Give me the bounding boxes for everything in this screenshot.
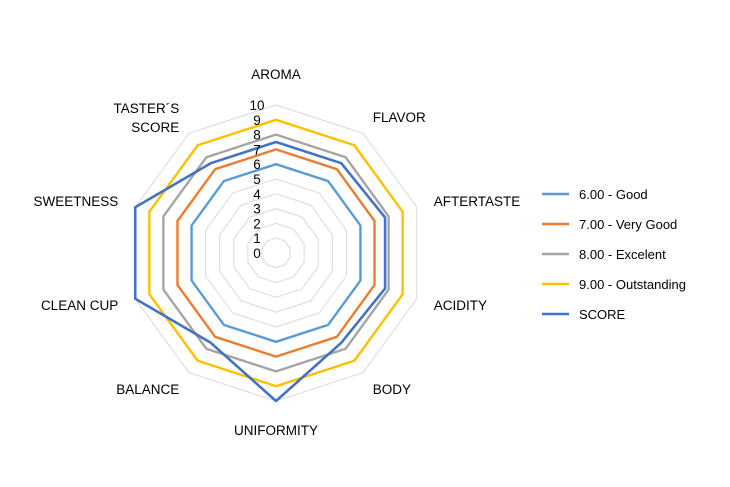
category-label-6: BALANCE: [116, 382, 179, 397]
series-line-0: [190, 162, 362, 343]
category-label-line: UNIFORMITY: [234, 423, 318, 438]
category-label-line: FLAVOR: [373, 110, 426, 125]
tick-label-8: 8: [253, 128, 261, 143]
tick-label-6: 6: [253, 157, 261, 172]
category-label-line: SWEETNESS: [33, 194, 118, 209]
category-label-9: TASTER´S SCORE: [113, 101, 179, 135]
tick-label-2: 2: [253, 216, 261, 231]
category-label-line: SCORE: [131, 120, 179, 135]
category-label-5: UNIFORMITY: [234, 423, 318, 438]
category-label-3: ACIDITY: [434, 298, 487, 313]
legend-label-0: 6.00 - Good: [579, 187, 648, 202]
category-label-line: ACIDITY: [434, 298, 487, 313]
tick-label-9: 9: [253, 113, 261, 128]
legend-label-3: 9.00 - Outstanding: [579, 277, 686, 292]
tick-label-4: 4: [253, 187, 261, 202]
series-line-2: [162, 133, 390, 373]
category-label-0: AROMA: [251, 67, 301, 82]
legend: 6.00 - Good 7.00 - Very Good 8.00 - Excele…: [542, 187, 686, 322]
category-label-4: BODY: [373, 382, 411, 397]
legend-label-2: 8.00 - Excelent: [579, 247, 666, 262]
grid-ring-2: [247, 222, 305, 284]
category-label-line: AFTERTASTE: [434, 194, 521, 209]
grid-ring-1: [261, 237, 291, 269]
category-label-line: TASTER´S: [113, 101, 179, 116]
tick-label-0: 0: [253, 246, 261, 261]
category-label-line: BALANCE: [116, 382, 179, 397]
legend-label-4: SCORE: [579, 307, 626, 322]
category-label-7: CLEAN CUP: [41, 298, 118, 313]
category-label-line: AROMA: [251, 67, 301, 82]
series-line-1: [176, 148, 376, 358]
category-label-1: FLAVOR: [373, 110, 426, 125]
radar-series: [133, 118, 404, 403]
category-label-line: BODY: [373, 382, 411, 397]
grid-ring-4: [219, 193, 333, 313]
tick-label-1: 1: [253, 231, 261, 246]
tick-label-7: 7: [253, 142, 261, 157]
tick-label-5: 5: [253, 172, 261, 187]
legend-label-1: 7.00 - Very Good: [579, 217, 677, 232]
grid-ring-3: [233, 208, 319, 298]
series-line-4: [133, 140, 387, 403]
series-line-3: [148, 118, 404, 388]
tick-label-3: 3: [253, 202, 261, 217]
grid-ring-5: [205, 178, 347, 328]
category-label-8: SWEETNESS: [33, 194, 118, 209]
category-label-line: CLEAN CUP: [41, 298, 118, 313]
tick-label-10: 10: [249, 98, 264, 113]
radar-categories: AROMA FLAVOR AFTERTASTE ACIDITY BODY UNIFORMI…: [33, 67, 520, 438]
category-label-2: AFTERTASTE: [434, 194, 521, 209]
